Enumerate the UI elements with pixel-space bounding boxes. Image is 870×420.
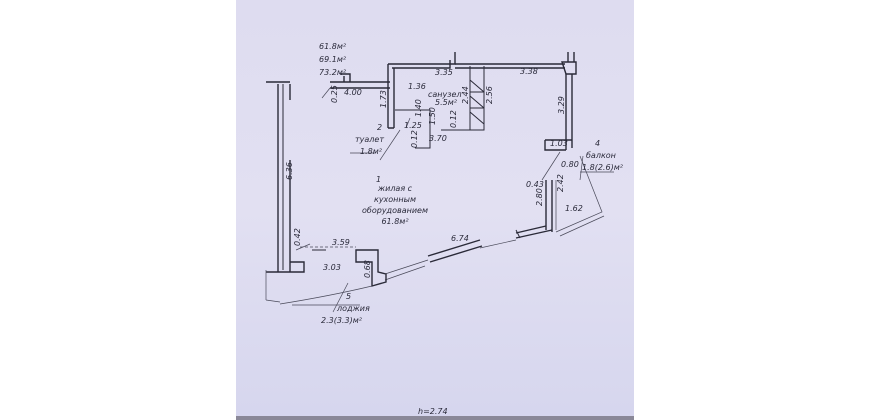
room-4-name: балкон	[586, 151, 616, 160]
dim-label: 0.42	[293, 228, 302, 246]
room-5-number: 5	[346, 292, 351, 301]
dim-label: 1.25	[404, 121, 422, 130]
area-total: 69.1м²	[319, 55, 347, 64]
dim-label: 3.29	[557, 96, 566, 114]
room-1-name-line3: оборудованием	[362, 206, 428, 215]
room-1-name-line2: кухонным	[374, 195, 416, 204]
dim-label: 0.43	[526, 180, 544, 189]
dim-label: 4.00	[344, 88, 362, 97]
room-4-area: 1.8(2.6)м²	[582, 163, 624, 172]
room-1-number: 1	[376, 175, 381, 184]
dim-label: 3.70	[429, 134, 447, 143]
room-1-area: 61.8м²	[381, 217, 409, 226]
sheet-edge	[236, 416, 634, 420]
dim-label: 2.42	[556, 174, 565, 192]
dim-label: 2.56	[485, 86, 494, 104]
dim-label: 1.73	[379, 90, 388, 108]
area-summary: 61.8м² 69.1м² 73.2м²	[319, 42, 347, 77]
room-2-area: 1.8м²	[360, 147, 383, 156]
dim-label: 3.38	[520, 67, 538, 76]
dim-label: 3.35	[435, 68, 453, 77]
room-4-number: 4	[595, 139, 600, 148]
dim-label: 1.03	[550, 139, 568, 148]
area-total-living: 61.8м²	[319, 42, 347, 51]
dim-label: 0.80	[561, 160, 579, 169]
dim-label: 1.62	[565, 204, 583, 213]
walls	[265, 52, 614, 313]
dim-label: 0.12	[449, 110, 458, 128]
dim-label: 1.50	[428, 107, 437, 125]
dim-label: 3.03	[323, 263, 341, 272]
room-2-number: 2	[377, 123, 382, 132]
room-1-name-line1: жилая с	[377, 184, 413, 193]
room-5-name: лоджия	[336, 304, 370, 313]
dim-label: 0.12	[410, 130, 419, 148]
area-total-with-outdoor: 73.2м²	[319, 68, 347, 77]
dim-label: 6.74	[451, 234, 469, 243]
dim-label: 0.68	[363, 260, 372, 278]
room-2-name: туалет	[355, 135, 384, 144]
dim-label: 6.36	[285, 162, 294, 180]
dim-label: 3.59	[332, 238, 350, 247]
room-labels: 1 жилая с кухонным оборудованием 61.8м² …	[321, 90, 624, 325]
floor-plan-sheet	[236, 0, 634, 416]
dim-label: 1.36	[408, 82, 426, 91]
room-5-area: 2.3(3.3)м²	[321, 316, 363, 325]
dim-label: 0.25	[330, 85, 339, 103]
dim-label: 2.80	[535, 188, 544, 206]
dimension-labels: 4.00 0.25 1.73 1.36 1.40 1.50 1.25 0.12 …	[285, 67, 583, 278]
ceiling-height: h=2.74	[418, 407, 448, 416]
room-3-area: 5.5м²	[435, 98, 458, 107]
room-3-name: санузел	[428, 90, 462, 99]
dim-label: 2.44	[461, 86, 470, 104]
dim-label: 1.40	[414, 99, 423, 117]
